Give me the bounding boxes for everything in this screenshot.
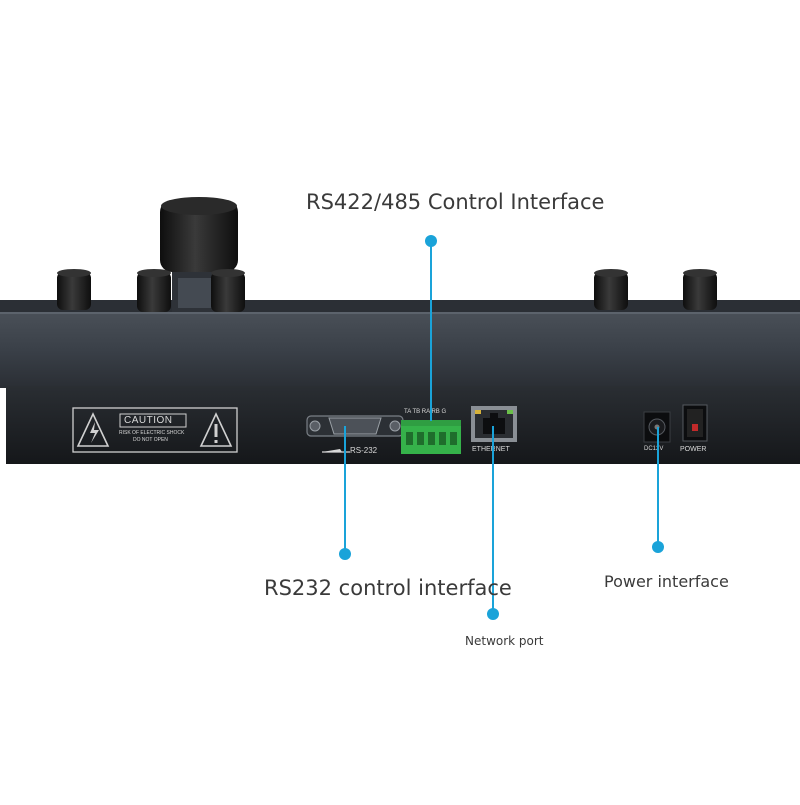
knob: [211, 269, 245, 312]
lightning-icon: [90, 422, 99, 443]
rocker-switch-icon: [682, 404, 708, 442]
callout-line-power: [657, 427, 659, 547]
terminal-pin-labels: TA TB RA RB G: [404, 409, 447, 415]
caution-text-line1: RISK OF ELECTRIC SHOCK: [119, 430, 185, 436]
network-callout-label: Network port: [465, 634, 544, 648]
knob: [137, 269, 171, 312]
power-switch-label: POWER: [680, 446, 707, 453]
callout-dot-rs485: [425, 235, 437, 247]
power-callout-label: Power interface: [604, 572, 729, 591]
ethernet-port-label: ETHERNET: [472, 446, 510, 453]
warning-triangle-icon: [76, 412, 110, 447]
rs232-port-label: RS-232: [350, 446, 378, 455]
callout-dot-network: [487, 608, 499, 620]
dc-jack-label: DC12V: [644, 446, 664, 452]
rj45-jack-icon: [471, 406, 517, 442]
callout-dot-rs232: [339, 548, 351, 560]
caution-label: [72, 407, 238, 453]
rs485-callout-label: RS422/485 Control Interface: [306, 190, 605, 214]
callout-line-rs232: [344, 426, 346, 554]
callout-line-network: [492, 426, 494, 614]
warning-triangle-icon: [199, 412, 233, 447]
callout-dot-power: [652, 541, 664, 553]
callout-line-rs485: [430, 241, 432, 421]
rs232-callout-label: RS232 control interface: [264, 576, 512, 600]
terminal-block: [401, 420, 461, 454]
exclamation-icon: [214, 424, 218, 437]
housing-front: [0, 312, 800, 388]
knob: [57, 269, 91, 310]
knob: [594, 269, 628, 310]
caution-title: CAUTION: [124, 415, 173, 426]
knob: [683, 269, 717, 310]
caution-text-line2: DO NOT OPEN: [133, 437, 168, 443]
